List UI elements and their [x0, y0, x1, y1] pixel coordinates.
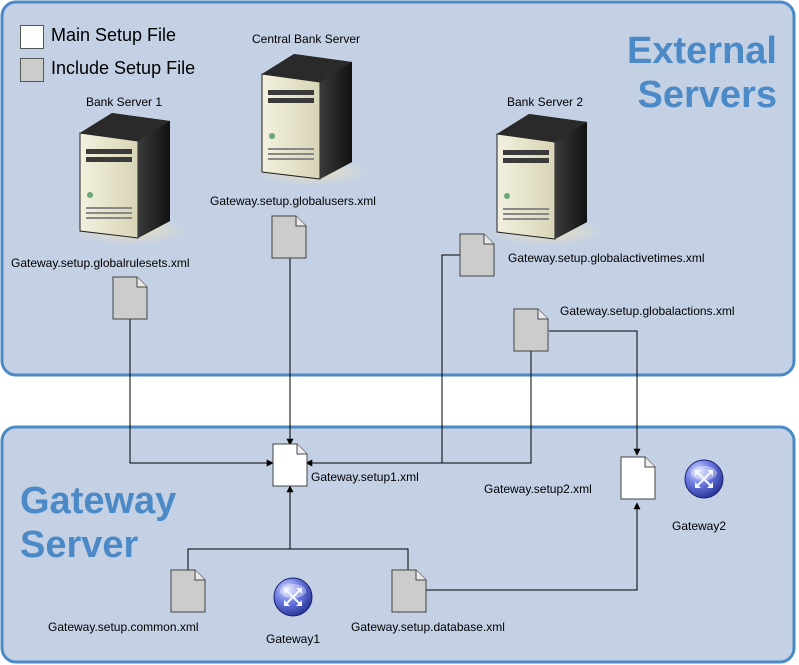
connectors: [129, 254, 641, 591]
file-database-label: Gateway.setup.database.xml: [351, 620, 505, 634]
bank-server-1-label: Bank Server 1: [86, 95, 163, 109]
legend-main-label: Main Setup File: [51, 25, 177, 45]
external-servers-region: [0, 0, 796, 377]
file-setup2-label: Gateway.setup2.xml: [484, 482, 592, 496]
file-globalusers-label: Gateway.setup.globalusers.xml: [210, 194, 376, 208]
bank-server-2-label: Bank Server 2: [507, 95, 584, 109]
gateway-server-title-line2: Server: [20, 524, 139, 566]
file-setup1-icon: [272, 443, 308, 487]
file-database-icon: [391, 569, 427, 613]
file-setup1-label: Gateway.setup1.xml: [311, 470, 419, 484]
connector-includes-bar: [187, 548, 409, 570]
gateway2-label: Gateway2: [672, 519, 727, 533]
file-common-icon: [170, 569, 206, 613]
legend-main-swatch: [20, 25, 44, 49]
file-globalusers-icon: [271, 215, 307, 259]
gateway1-label: Gateway1: [266, 632, 321, 646]
external-servers-title-line1: External: [627, 30, 777, 72]
file-common-label: Gateway.setup.common.xml: [48, 620, 199, 634]
file-globalactions-icon: [513, 308, 549, 352]
external-servers-title: External Servers: [627, 29, 777, 117]
legend-include-label: Include Setup File: [51, 58, 196, 78]
connector-globalrulesets-setup1: [129, 318, 274, 467]
gateway-server-title: Gateway Server: [20, 479, 176, 567]
connector-database-setup2: [426, 502, 641, 591]
gateway-router-icon: [272, 576, 314, 618]
file-globalactions-label: Gateway.setup.globalactions.xml: [560, 304, 735, 318]
connector-globalactions-setup2: [549, 330, 641, 456]
gateway-server-title-line1: Gateway: [20, 480, 177, 522]
file-globalrulesets-label: Gateway.setup.globalrulesets.xml: [11, 256, 190, 270]
central-bank-server-label: Central Bank Server: [252, 32, 361, 46]
file-globalrulesets-icon: [112, 276, 148, 320]
legend-include-swatch: [20, 58, 44, 82]
gateway-router-icon: [683, 458, 725, 500]
external-servers-title-line2: Servers: [637, 74, 777, 116]
file-setup2-icon: [620, 456, 656, 500]
file-globalactivetimes-icon: [459, 233, 495, 277]
file-globalactivetimes-label: Gateway.setup.globalactivetimes.xml: [508, 251, 705, 265]
connector-globalactions-setup1: [305, 351, 532, 467]
